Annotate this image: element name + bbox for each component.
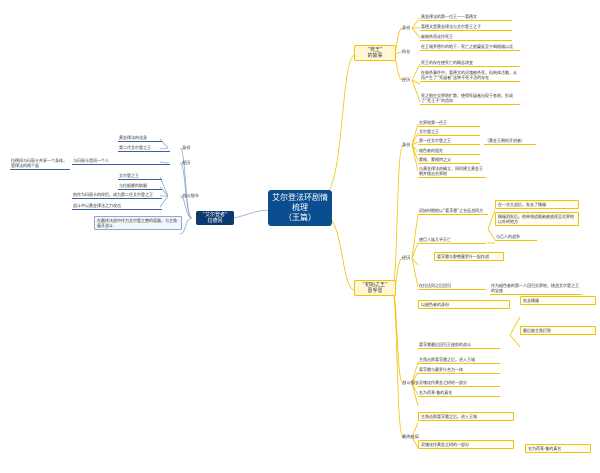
first-king-leaf-4: 褪色者的祖先 xyxy=(418,148,480,155)
first-king-leaf-5: 蒙格、蒙格特之父 xyxy=(418,157,480,164)
radagon-battle[interactable]: 战斗细节 xyxy=(182,193,199,198)
dead-king-leaf-5: 死王的存在使死亡的概念改变 xyxy=(420,60,520,67)
branch-radagon[interactable]: “艾尔登者” 拉德冈 xyxy=(196,211,234,226)
dead-king-location[interactable]: 所在 xyxy=(402,49,411,54)
radagon-identity[interactable]: 身份 xyxy=(182,145,191,150)
first-king-battle-4: 名为荷莱·鲁的真名 xyxy=(418,390,500,397)
dead-king-leaf-3: 被暗杀而化作死王 xyxy=(420,34,512,41)
root-subtitle: （王篇） xyxy=(284,213,316,222)
radagon-leaf-2: 第二代艾尔登之王 xyxy=(118,145,170,152)
radagon-leaf-8: 战斗中以黄金律法之力攻击 xyxy=(72,203,162,210)
first-king-leaf-14: 作为褪色者的第一人回归交界地，挑战艾尔登之王的宝座 xyxy=(490,283,582,295)
first-king-ending[interactable]: 最终结局 xyxy=(402,434,419,439)
branch-first-king-subtitle: 葛孚雷 xyxy=(367,288,383,295)
radagon-leaf-6: 与拉妮娜的联姻 xyxy=(118,183,162,190)
link-root-top xyxy=(321,54,356,197)
link-root-left xyxy=(227,209,273,219)
first-king-leaf-3b: （黄金王朝的开创者） xyxy=(484,138,536,145)
dead-king-identity[interactable]: 身份 xyxy=(402,25,411,30)
first-king-ending-2: 灵魂化作黄金之树的一部分 xyxy=(418,440,514,450)
first-king-history[interactable]: 经历 xyxy=(402,255,411,260)
dead-king-leaf-1: 黄金律法的第一位王——葛德文 xyxy=(420,14,512,21)
first-king-battle-3: 灵魂化作黄金之树的一部分 xyxy=(418,380,500,387)
branch-dead-king-title: “死王” xyxy=(367,47,383,53)
branch-first-king[interactable]: “初始之王” 葛孚雷 xyxy=(354,280,396,297)
first-king-leaf-6: 与黄金律法的确立，同时建立黄金王朝并统治交界地 xyxy=(418,166,486,178)
radagon-leaf-9: 在最终决战中作为艾尔登之兽的容器，与主角展开战斗 xyxy=(94,216,182,231)
root-title: 艾尔登法环剧情梳理 xyxy=(272,193,328,212)
first-king-leaf-13: 在拉达冈之后回归 xyxy=(418,283,486,290)
dead-king-leaf-2: 葛德文是黄金律法与艾尔登王之子 xyxy=(420,24,512,31)
first-king-identity[interactable]: 身份 xyxy=(402,142,411,147)
dead-king-leaf-7: 死之根在交界地扩散，使得死诞者出现于各地，形成了“死王子”的信仰 xyxy=(420,93,520,105)
first-king-leaf-9: 赐福消失后，他带领追随者被放逐至交界地以外的地方 xyxy=(495,212,579,227)
first-king-leaf-8: 在一次大战后，失去了赐福 xyxy=(495,200,579,210)
branch-radagon-subtitle: 拉德冈 xyxy=(207,218,223,225)
radagon-leaf-1: 黄金律法的化身 xyxy=(118,135,162,142)
first-king-leaf-12: 葛孚雷与野兽塞罗什一起作战 xyxy=(434,252,504,262)
first-king-leaf-17: 最后被主角打败 xyxy=(520,326,596,336)
radagon-leaf-3: 与玛丽卡是同一个人 xyxy=(72,158,170,165)
dead-king-history[interactable]: 经历 xyxy=(402,77,411,82)
first-king-battle-1: 主角击败葛孚雷之后，进入王城 xyxy=(418,357,500,364)
radagon-leaf-5: 艾尔登之王 xyxy=(118,173,162,180)
dead-king-leaf-4: 在王城罗德尔的地下，死亡之根蔓延至宁姆格福以北 xyxy=(420,44,520,51)
first-king-leaf-1: 交界地第一任王 xyxy=(418,120,480,127)
first-king-leaf-18: 葛孚雷最后回归王座前的战斗 xyxy=(418,342,500,349)
radagon-leaf-7: 他作为玛丽卡的伴侣，成为第二任艾尔登之王 xyxy=(72,192,162,199)
first-king-battle-2: 葛孚雷与塞罗什合为一体 xyxy=(418,367,500,374)
branch-dead-king-subtitle: 的故事 xyxy=(367,53,383,60)
branch-first-king-title: “初始之王” xyxy=(362,282,388,288)
root-node[interactable]: 艾尔登法环剧情梳理 （王篇） xyxy=(268,190,332,226)
branch-radagon-title: “艾尔登者” xyxy=(202,212,228,218)
first-king-leaf-16: 失去赐福 xyxy=(520,296,596,306)
first-king-leaf-15: 以褪色者的身份 xyxy=(418,300,510,310)
first-king-ending-1: 主角击败葛孚雷之后，进入王城 xyxy=(418,412,514,422)
first-king-leaf-2: 艾尔登之王 xyxy=(418,129,480,136)
radagon-history[interactable]: 经历 xyxy=(182,160,191,165)
branch-dead-king[interactable]: “死王” 的故事 xyxy=(354,45,396,62)
first-king-leaf-3: 第一任艾尔登之王 xyxy=(418,138,480,145)
first-king-leaf-7: 初始时期他以“葛孚雷”之名征战四方 xyxy=(418,208,488,215)
first-king-leaf-11: 使巨人族几乎灭亡 xyxy=(418,237,486,244)
dead-king-leaf-6: 在暗杀事件中，葛德文的灵魂被杀死，但肉体活着，从而产生了“死诞者”这种不死不活的… xyxy=(420,70,520,82)
first-king-leaf-10: 与巨人的战争 xyxy=(495,234,537,241)
first-king-battle[interactable]: 战斗细节 xyxy=(402,380,419,385)
radagon-leaf-4: 拉德冈与玛丽卡共享一个身体，是律法的两个面 xyxy=(10,158,70,170)
first-king-ending-3: 名为荷莱·鲁的真名 xyxy=(525,444,591,454)
